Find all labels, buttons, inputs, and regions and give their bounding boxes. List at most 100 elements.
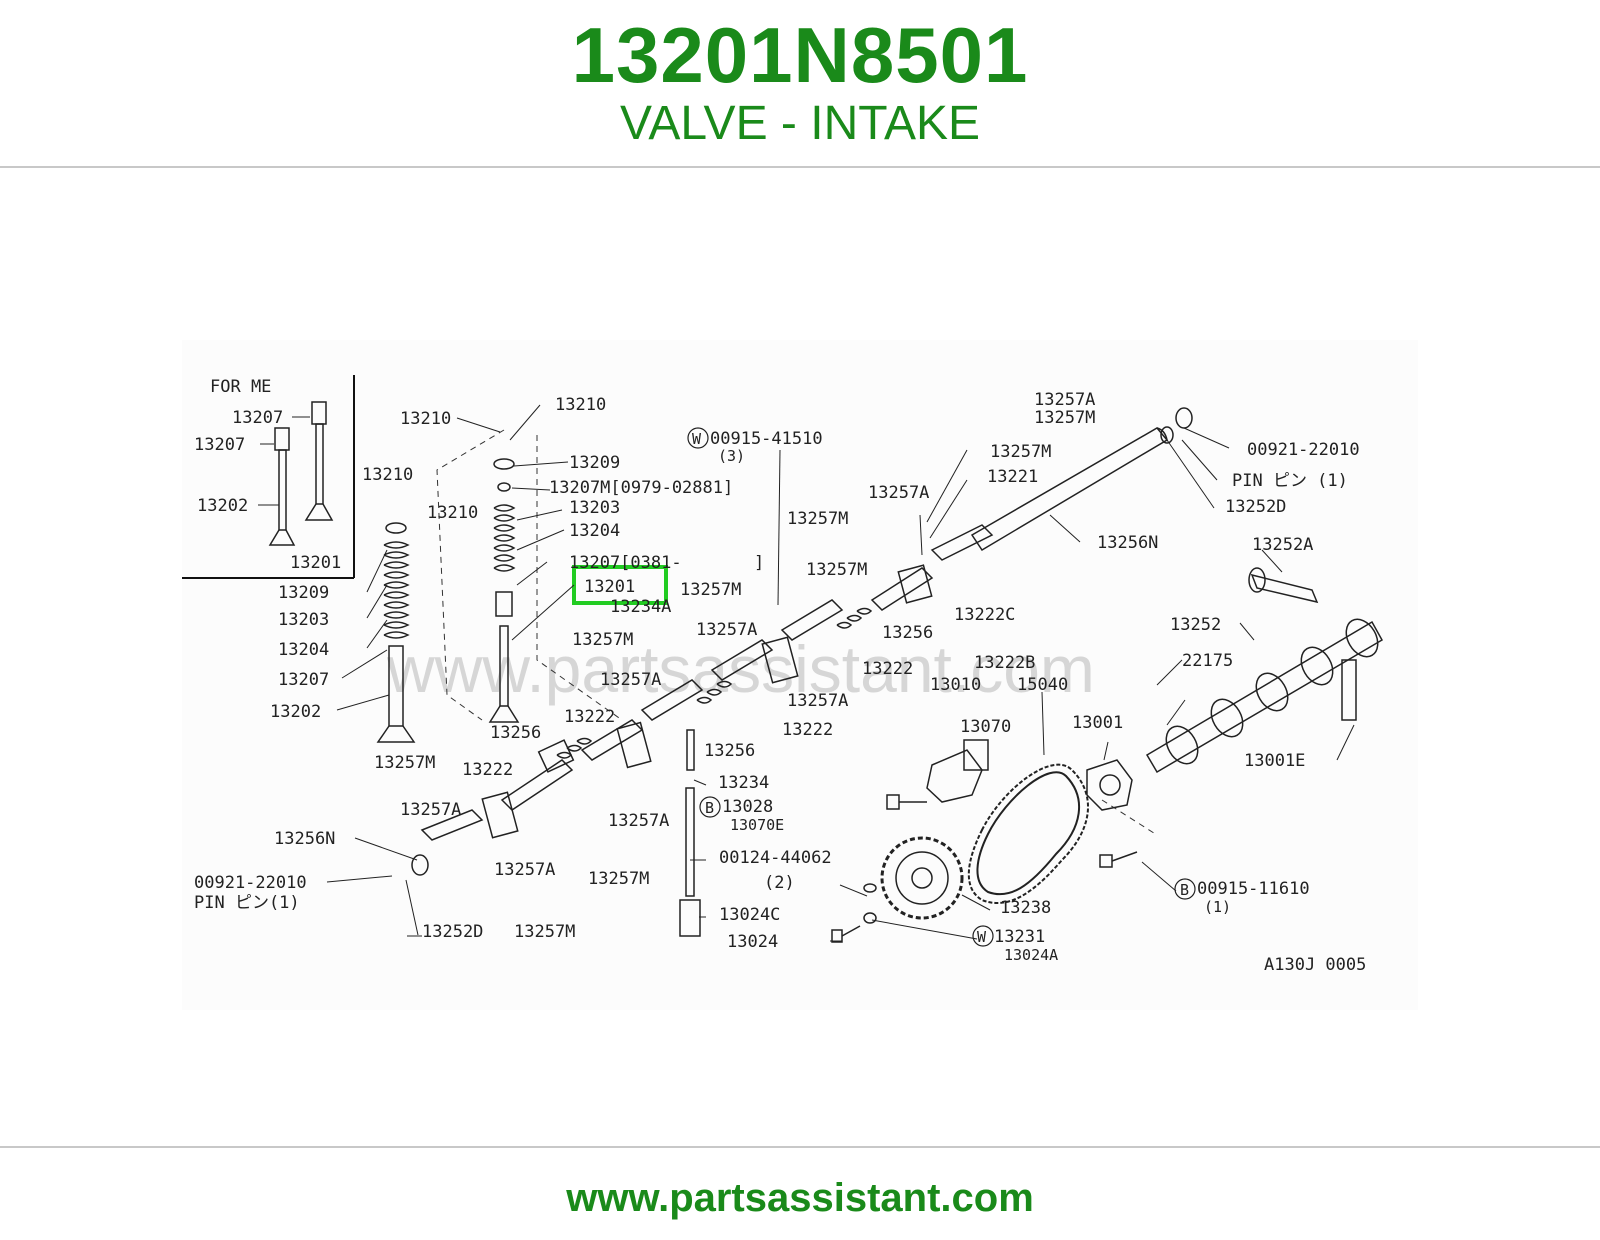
callout-13256n-right: PIN ピン (1) (1232, 471, 1348, 491)
callout-13257a-1: 13257A (696, 620, 757, 640)
part-number-title: 13201N8501 (571, 11, 1029, 99)
callout-13203-center: 13203 (569, 498, 620, 518)
w-letter-2: W (977, 928, 987, 946)
footer-divider (0, 1146, 1600, 1148)
pushrod-lifter (679, 729, 701, 937)
callout-pin-right-qty: 13257M (1034, 408, 1095, 428)
callout-pin-left-qty: PIN ピン(1) (194, 893, 300, 913)
callout-13028: 15040 (1017, 675, 1068, 695)
rocker-arm-assembly (420, 524, 994, 841)
chain-tensioner (926, 739, 989, 803)
callout-13207-left: 13207 (278, 670, 329, 690)
callout-13222-1: 13222 (564, 707, 615, 727)
callout-13252a: 13252D (1225, 497, 1286, 517)
distributor-gear (1248, 567, 1357, 721)
inset-title: FOR ME (210, 377, 271, 397)
w-letter-1: W (692, 430, 702, 448)
callout-13257m-2: 13257M (572, 630, 633, 650)
callout-13001e: 22175 (1182, 651, 1233, 671)
callout-13257a-5: 13257A (608, 811, 669, 831)
callout-00915-41510: 00915-41510 (710, 429, 823, 449)
callout-15040: 13001E (1244, 751, 1305, 771)
callout-00124-44062: 13028 (722, 797, 773, 817)
inset-valve-right (304, 401, 334, 521)
inset-valve-left (268, 427, 296, 546)
callout-13257m-8: 13222B (974, 653, 1035, 673)
callout-13257a-7: 13256 (882, 623, 933, 643)
callout-13222b: 13221 (987, 467, 1038, 487)
page-header: 13201N8501 VALVE - INTAKE (0, 0, 1600, 170)
callout-13238: 00124-44062 (719, 848, 832, 868)
callout-13222c: 13257M (990, 442, 1051, 462)
callout-pin-left: 00921-22010 (194, 873, 307, 893)
callout-13257m-6: 13257M (787, 509, 848, 529)
timing-cover-gasket (1086, 759, 1133, 811)
callout-13257a-6: 13257M (806, 560, 867, 580)
callout-13252: 13256N (1097, 533, 1158, 553)
b-letter-2: B (1180, 881, 1189, 899)
callout-13203-left: 13203 (278, 610, 329, 630)
callout-13221: 13257A (868, 483, 929, 503)
callout-00915-11610-qty: 13024A (1004, 946, 1058, 964)
valve-stack-left (376, 522, 416, 743)
b-letter-1: B (705, 799, 714, 817)
camshaft (1145, 618, 1384, 774)
callout-13207-a: 13207 (232, 408, 283, 428)
callout-pin-right: 13257A (1034, 390, 1095, 410)
callout-13234: 13234 (718, 773, 769, 793)
dashed-guides (436, 429, 1158, 836)
callout-00114-42062-qty: (1) (1204, 898, 1231, 916)
cam-sprocket (880, 836, 964, 920)
callout-13257a-3: 13257A (400, 800, 461, 820)
callout-13207m: 13207M[0979-02881] (549, 478, 733, 498)
callout-13257m-4: 13257M (514, 922, 575, 942)
callout-13070: 13010 (930, 675, 981, 695)
callout-13234a: 13234A (610, 597, 671, 617)
highlighted-callout-13201[interactable]: 13201 (584, 577, 635, 597)
callout-13252d-right: 00921-22010 (1247, 440, 1360, 460)
b-marker-2 (1174, 878, 1196, 900)
callout-22175: 13252A (1252, 535, 1313, 555)
footer-website-link[interactable]: www.partsassistant.com (566, 1176, 1034, 1220)
callout-13210-d: 13210 (427, 503, 478, 523)
callout-13202-inset: 13202 (197, 496, 248, 516)
callout-13070e: 13070 (960, 717, 1011, 737)
w-marker-1 (687, 427, 709, 449)
b-marker-1 (699, 796, 721, 818)
callout-13210-a: 13210 (400, 409, 451, 429)
callout-13210-c: 13210 (362, 465, 413, 485)
callout-13222-3: 13222 (782, 720, 833, 740)
callout-13207-b: 13207 (194, 435, 245, 455)
callout-13257a-2: 13257A (600, 670, 661, 690)
callout-13024a: 13024 (727, 932, 778, 952)
callout-13257m-7: 13222 (862, 659, 913, 679)
callout-13257m-5: 13257M (588, 869, 649, 889)
callout-13010: 13001 (1072, 713, 1123, 733)
callout-13204-left: 13204 (278, 640, 329, 660)
w-marker-2 (972, 925, 994, 947)
callout-13231: 13024C (719, 905, 780, 925)
callout-13256-3: 13257A (787, 691, 848, 711)
diagram-svg: www.partsassistant.com FOR ME (182, 375, 1384, 975)
leader-lines (258, 404, 1355, 942)
callout-13252d-left: 13252D (422, 922, 483, 942)
callout-13257m-1: 13257M (680, 580, 741, 600)
callout-00915-41510-qty: (3) (718, 447, 745, 465)
callout-13256-2: 13256 (704, 741, 755, 761)
timing-chain (967, 763, 1089, 905)
callout-13201-inset: 13201 (290, 553, 341, 573)
callout-00915-11610: 13231 (994, 927, 1045, 947)
callout-13257m-3: 13257M (374, 753, 435, 773)
callout-13257a-8: 13222C (954, 605, 1015, 625)
callout-00124-44062-qty: 13070E (730, 816, 784, 834)
callout-13024: 13238 (1000, 898, 1051, 918)
callout-13256n-left: 13256N (274, 829, 335, 849)
callout-13257a-4: 13257A (494, 860, 555, 880)
callout-range-close: ] (754, 553, 764, 573)
callout-13256-1: 13256 (490, 723, 541, 743)
header-divider (0, 166, 1600, 168)
callout-13209-left: 13209 (278, 583, 329, 603)
callout-13204-center: 13204 (569, 521, 620, 541)
callout-13202-left: 13202 (270, 702, 321, 722)
part-name-subtitle: VALVE - INTAKE (619, 97, 981, 150)
